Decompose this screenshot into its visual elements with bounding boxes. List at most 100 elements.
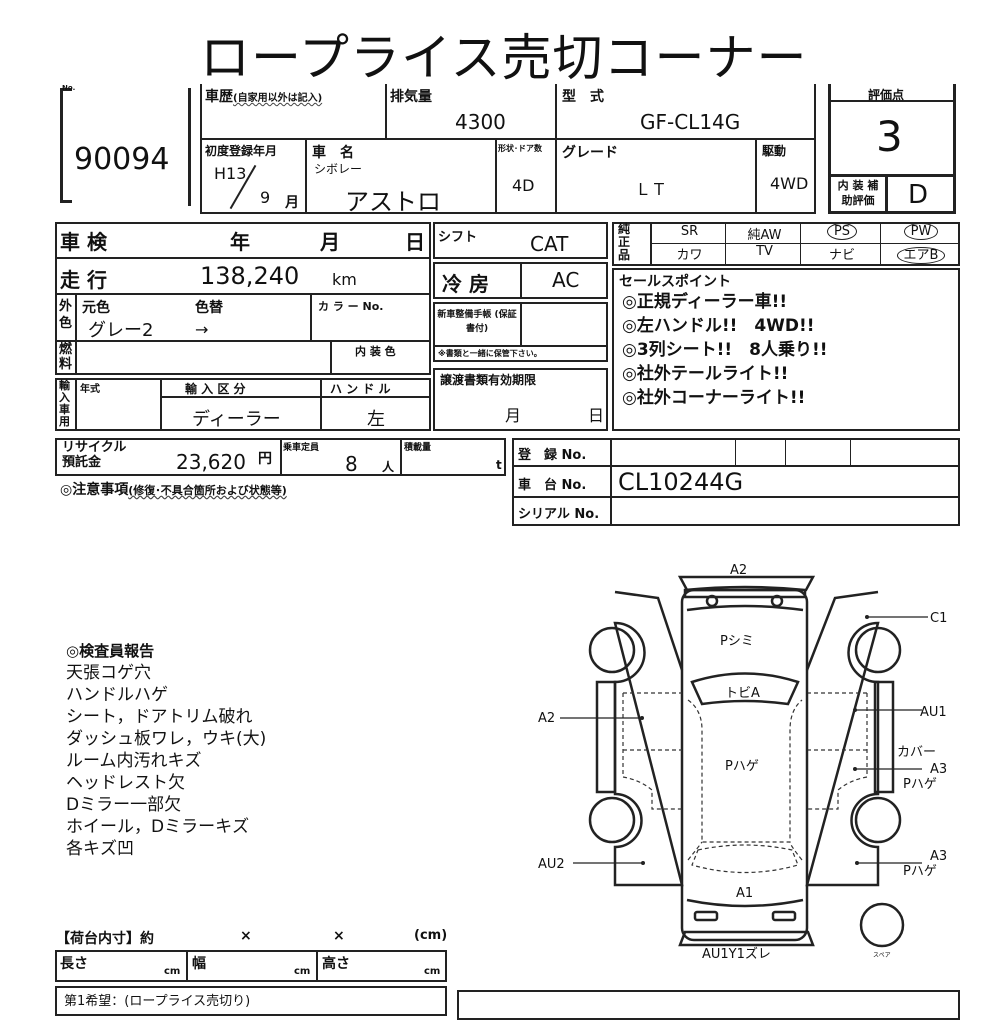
genuine-ps: PS: [826, 223, 858, 240]
report-line: ダッシュ板ワレ，ウキ(大): [66, 729, 267, 749]
wheel-rear-left: [588, 626, 636, 674]
cargo-unit: (cm): [414, 928, 448, 943]
label-au2: AU2: [538, 857, 565, 872]
report-line: ハンドルハゲ: [66, 685, 168, 705]
inspector-report: ◎検査員報告 天張コゲ穴 ハンドルハゲ シート，ドアトリム破れ ダッシュ板ワレ，…: [66, 640, 266, 860]
report-title: ◎検査員報告: [66, 642, 155, 660]
genuine-pw: PW: [903, 223, 939, 240]
label-spare: スペア: [873, 952, 891, 959]
doors-value: 4D: [512, 176, 535, 195]
transfer-label: 譲渡書類有効期限: [440, 373, 537, 387]
wheel-front-left: [588, 796, 636, 844]
wheel-front-right: [854, 796, 902, 844]
front-bumper: [678, 930, 815, 947]
cargo-height-label: 高さ: [322, 956, 350, 972]
spare-tire: [859, 902, 905, 948]
transfer-month: 月: [505, 406, 522, 425]
orig-color: グレー2: [88, 320, 154, 341]
car-name: アストロ: [345, 188, 441, 216]
drive-label: 駆動: [762, 144, 787, 158]
genuine-tv: TV: [756, 244, 773, 259]
recycle-unit: 円: [258, 451, 272, 467]
label-pshimi: Pシミ: [720, 634, 754, 649]
wheel-rear-right: [854, 626, 902, 674]
ac-value: AC: [552, 268, 580, 292]
sales-point: ◎3列シート!! 8人乗り!!: [622, 340, 828, 360]
label-phage-lower: Pハゲ: [903, 864, 937, 879]
first-reg-label: 初度登録年月: [205, 144, 278, 158]
inspection-month: 月: [320, 230, 340, 254]
car-damage-diagram: A2 C1 AU1 カバー A3 Pハゲ A3 Pハゲ A2 AU2 Pシミ ト…: [538, 563, 947, 960]
color-arrow: →: [195, 320, 209, 339]
caution-note: (修復･不具合箇所および状態等): [128, 484, 287, 497]
cargo-width-label: 幅: [192, 956, 206, 972]
handle-value: 左: [367, 409, 385, 430]
caution-label: ◎注意事項: [60, 482, 129, 498]
label-bumper: AU1Y1ズレ: [702, 946, 771, 960]
page-title: ロープライス売切コーナー: [200, 29, 808, 87]
recycle-label: リサイクル 預託金: [62, 440, 127, 470]
interior-color-label: 内 装 色: [355, 345, 396, 358]
score-label: 評価点: [868, 88, 905, 102]
recycle-value: 23,620: [176, 450, 246, 474]
first-reg-year: H13: [214, 164, 247, 183]
label-left-a2: A2: [538, 711, 555, 726]
import-type: ディーラー: [192, 409, 281, 430]
cargo-length-unit: cm: [164, 966, 181, 977]
import-label: 輸入車用: [59, 379, 70, 428]
sales-point: ◎社外テールライト!!: [622, 364, 789, 384]
history-note: (自家用以外は記入): [233, 93, 323, 104]
displacement-label: 排気量: [390, 89, 432, 105]
label-c1: C1: [930, 611, 947, 626]
label-a1: A1: [736, 886, 753, 901]
label-a3-upper: A3: [930, 762, 947, 777]
grade-label: グレード: [562, 145, 618, 161]
transfer-day: 日: [588, 406, 605, 425]
interior-score-label: 内 装 補助評価: [837, 179, 879, 207]
label-rear-a2: A2: [730, 563, 747, 578]
interior-score: D: [908, 180, 929, 210]
grade-value: ＬＴ: [635, 180, 668, 199]
color-no-label: カ ラ ー No.: [318, 300, 384, 313]
lot-number: 90094: [74, 142, 170, 177]
label-tobi-a: トビA: [725, 686, 760, 701]
history-label: 車歴: [205, 89, 233, 105]
mileage-unit: km: [332, 270, 357, 289]
orig-color-label: 元色: [82, 300, 110, 316]
manual-label: 新車整備手帳 (保証書付): [437, 310, 517, 334]
cargo-length-label: 長さ: [60, 956, 88, 972]
manual-note: ※書類と一緒に保管下さい。: [438, 349, 542, 358]
cargo-label: 【荷台内寸】約: [56, 931, 154, 947]
report-line: 各キズ凹: [66, 839, 134, 859]
serial-no-label: シリアル No.: [518, 507, 600, 522]
import-year-label: 年式: [80, 384, 100, 395]
label-phage-upper: Pハゲ: [903, 777, 937, 792]
label-au1: AU1: [920, 705, 947, 720]
label-phage-roof: Pハゲ: [725, 759, 759, 774]
sales-point: ◎左ハンドル!! 4WD!!: [622, 316, 815, 336]
sales-label: セールスポイント: [619, 274, 731, 290]
genuine-aw: 純AW: [747, 228, 782, 243]
cargo-x1: ×: [240, 928, 252, 944]
genuine-airbag: エアB: [896, 247, 946, 264]
genuine-navi: ナビ: [828, 248, 855, 263]
report-line: Dミラー一部欠: [66, 795, 182, 815]
report-line: ホイール，Dミラーキズ: [66, 817, 250, 837]
capacity-unit: 人: [382, 460, 395, 474]
color-change-label: 色替: [195, 300, 223, 316]
inspection-label: 車 検: [60, 230, 107, 254]
fuel-label: 燃料: [59, 342, 73, 372]
inspection-year: 年: [230, 230, 250, 254]
right-panel: [805, 590, 880, 887]
reg-no-label: 登 録 No.: [518, 448, 587, 463]
cargo-height-unit: cm: [424, 966, 441, 977]
report-line: ヘッドレスト欠: [66, 773, 185, 793]
chassis-no: CL10244G: [618, 468, 744, 496]
chassis-no-label: 車 台 No.: [518, 478, 587, 493]
lot-bracket: [60, 88, 72, 203]
handle-label: ハ ン ド ル: [330, 382, 391, 396]
label-a3-lower: A3: [930, 849, 947, 864]
car-maker: シボレー: [314, 162, 363, 176]
car-name-label: 車 名: [312, 145, 354, 161]
first-reg-month: 9: [260, 188, 271, 207]
